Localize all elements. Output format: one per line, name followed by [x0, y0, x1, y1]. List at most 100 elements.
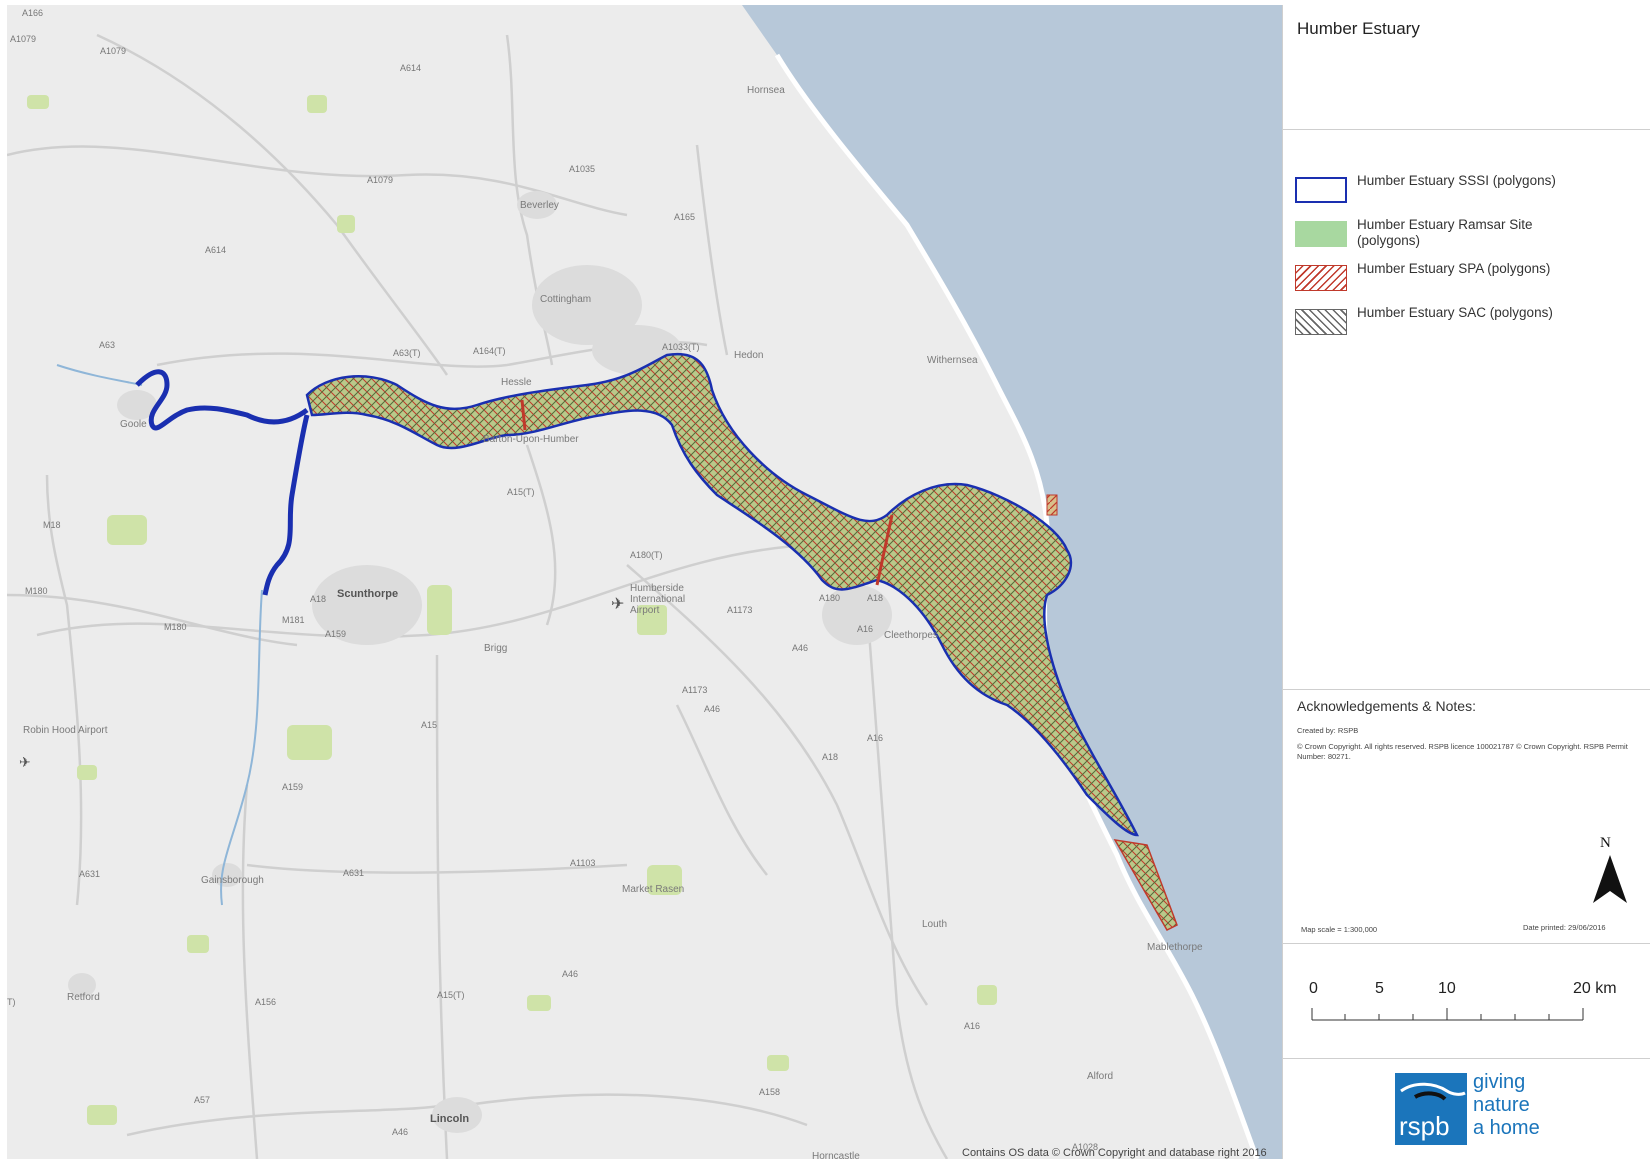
road-label: A46 [792, 643, 808, 653]
road-label: A63(T) [393, 348, 421, 358]
logo-line1: giving [1473, 1071, 1526, 1093]
road-label: A159 [282, 782, 303, 792]
scale-label: 20 km [1573, 980, 1617, 997]
road-label: A1173 [727, 605, 752, 615]
road-label: A18 [822, 752, 838, 762]
road-label: A46 [562, 969, 578, 979]
road-label: M181 [282, 615, 305, 625]
road-label: A15(T) [437, 990, 465, 1000]
road-label: A1079 [100, 46, 126, 56]
road-label: A614 [205, 245, 226, 255]
spa-strip-hessle [520, 399, 527, 431]
road-label: A15 [421, 720, 437, 730]
map-scale-text: Map scale = 1:300,000 [1301, 925, 1378, 934]
rspb-logo: rspb giving nature a home [1395, 1071, 1575, 1153]
sssi-river-channel [135, 369, 309, 431]
place-label: Market Rasen [622, 884, 684, 895]
road-label: A165 [674, 212, 695, 222]
road-labels: A166 A1079 A1079 A614 A1079 A1035 A165 A… [7, 8, 1098, 1152]
road-label: A156 [255, 997, 276, 1007]
road-label: M180 [25, 586, 48, 596]
sac-swatch [1295, 309, 1347, 335]
legend-item-sac: Humber Estuary SAC (polygons) [1295, 305, 1635, 343]
notes-heading: Acknowledgements & Notes: [1297, 698, 1476, 714]
map-title: Humber Estuary [1297, 19, 1420, 38]
place-label: Cleethorpes [884, 630, 938, 641]
road-label: A57 [194, 1095, 210, 1105]
road-label: A614 [400, 63, 421, 73]
place-label: Cottingham [540, 294, 591, 305]
road-label: A631 [343, 868, 364, 878]
place-label: Barton-Upon-Humber [483, 434, 579, 445]
legend-item-spa: Humber Estuary SPA (polygons) [1295, 261, 1635, 299]
place-label: Brigg [484, 643, 507, 654]
place-label: Hornsea [747, 85, 785, 96]
road-label: A631 [79, 869, 100, 879]
north-label: N [1600, 835, 1611, 851]
road-label: A180(T) [630, 550, 663, 560]
place-label: Withernsea [927, 355, 978, 366]
place-label: Beverley [520, 200, 559, 211]
place-labels: Hornsea Beverley Cottingham Hedon Wither… [23, 85, 1203, 1159]
scale-label: 0 [1309, 980, 1318, 997]
road-label: A46 [392, 1127, 408, 1137]
spa-south-strip [1113, 839, 1178, 931]
town-label: Lincoln [430, 1113, 469, 1125]
place-label: Louth [922, 919, 947, 930]
road-label: A16 [857, 624, 873, 634]
road-label: M180 [164, 622, 187, 632]
river-ouse [56, 364, 143, 386]
place-label: Alford [1087, 1071, 1113, 1082]
road-label: A1103 [570, 858, 595, 868]
legend-section: Humber Estuary SSSI (polygons) Humber Es… [1283, 130, 1650, 690]
place-label: Hessle [501, 377, 532, 388]
road-label: A18 [310, 594, 326, 604]
airport-icon: ✈ [19, 755, 31, 771]
legend-label: Humber Estuary Ramsar Site (polygons) [1357, 217, 1533, 248]
legend-label: Humber Estuary SAC (polygons) [1357, 305, 1553, 320]
legend-label: Humber Estuary SPA (polygons) [1357, 261, 1551, 276]
woodland-patches [27, 95, 997, 1125]
copyright-note: © Crown Copyright. All rights reserved. … [1297, 742, 1628, 761]
road-label: A159 [325, 629, 346, 639]
airport-icon: ✈ [611, 594, 624, 613]
rspb-logo-block: rspb [1395, 1073, 1467, 1145]
road-label: A166 [22, 8, 43, 18]
road-label: A1079 [10, 34, 36, 44]
scale-bar [1311, 1008, 1584, 1021]
map-side-panel: Humber Estuary Humber Estuary SSSI (poly… [1282, 5, 1650, 1159]
basemap: Hornsea Beverley Cottingham Hedon Wither… [7, 5, 1282, 1159]
spa-swatch [1295, 265, 1347, 291]
road-label: A46 [704, 704, 720, 714]
place-label: Mablethorpe [1147, 942, 1203, 953]
place-label: Goole [120, 419, 147, 430]
road-label: A15(T) [507, 487, 535, 497]
spa-strip-grimsby [875, 514, 894, 586]
place-label: Horncastle [812, 1151, 860, 1159]
place-label: Gainsborough [201, 875, 264, 886]
town-label: Scunthorpe [337, 588, 398, 600]
map-attribution: Contains OS data © Crown Copyright and d… [962, 1147, 1267, 1159]
legend-item-sssi: Humber Estuary SSSI (polygons) [1295, 173, 1635, 211]
notes-section: Acknowledgements & Notes: Created by: RS… [1283, 690, 1650, 944]
road-label: A16 [964, 1021, 980, 1031]
scale-section: 0 5 10 20 km [1283, 944, 1650, 1059]
place-label: Retford [67, 992, 100, 1003]
rspb-abbr: rspb [1399, 1111, 1450, 1141]
place-label: Hedon [734, 350, 763, 361]
spa-patch-coast [1046, 494, 1058, 516]
road-label: A1079 [367, 175, 393, 185]
river-trent [220, 589, 263, 906]
road-label: A1035 [569, 164, 595, 174]
title-section: Humber Estuary [1283, 5, 1650, 130]
north-arrow-icon [1593, 855, 1627, 903]
road-label: M18 [43, 520, 61, 530]
road-label: A164(T) [473, 346, 506, 356]
scale-label: 10 [1438, 980, 1456, 997]
avocet-icon [1400, 1082, 1466, 1101]
road-label: A18 [867, 593, 883, 603]
map-canvas[interactable]: Hornsea Beverley Cottingham Hedon Wither… [7, 5, 1282, 1159]
road-label: A158 [759, 1087, 780, 1097]
road-label: A1033(T) [662, 342, 700, 352]
